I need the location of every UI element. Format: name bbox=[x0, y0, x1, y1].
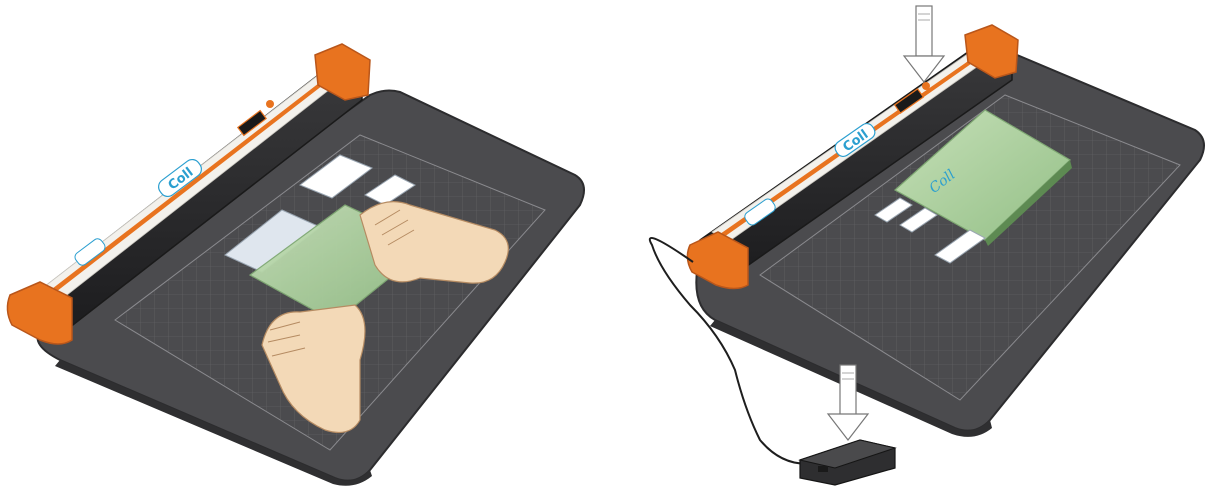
power-button-left bbox=[266, 100, 274, 108]
laminator-right: Coll Coll bbox=[650, 6, 1204, 485]
laminator-left: Coll bbox=[7, 44, 584, 486]
foot-pedal bbox=[800, 440, 895, 485]
down-arrow-icon bbox=[904, 6, 944, 82]
power-button-right bbox=[922, 82, 930, 90]
